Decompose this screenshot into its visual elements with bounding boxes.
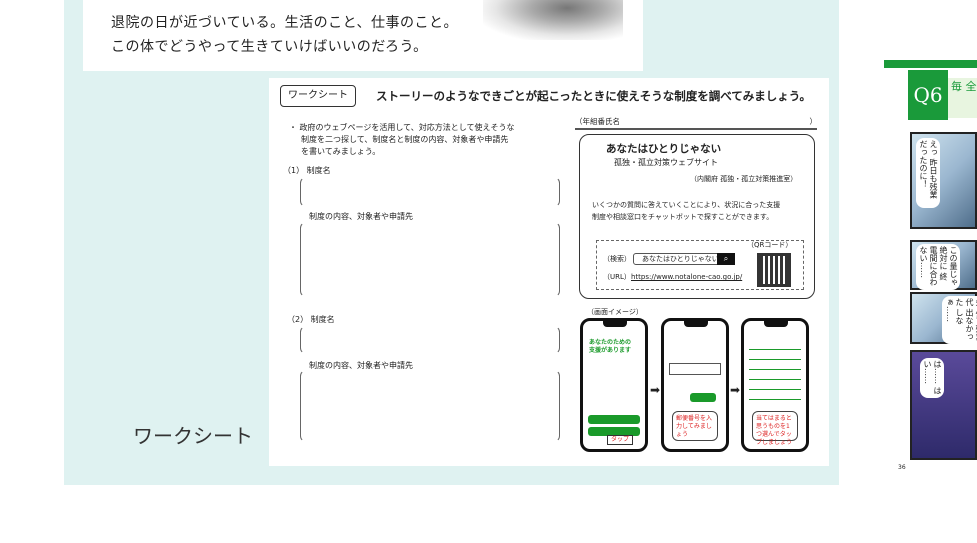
card-subtitle: 孤独・孤立対策ウェブサイト	[614, 158, 718, 167]
question-title: 毎 全	[948, 78, 977, 118]
story-box: 退院の日が近づいている。生活のこと、仕事のこと。 この体でどうやって生きていけば…	[83, 0, 643, 71]
worksheet: ワークシート ストーリーのようなできごとが起こったときに使えそうな制度を調べてみ…	[269, 78, 829, 466]
worksheet-tag: ワークシート	[280, 85, 356, 107]
manga-speech-1: えっ 昨日も残業だったのに！	[916, 138, 940, 208]
qr-label: （QRコード）	[747, 241, 793, 249]
story-photo	[483, 0, 623, 40]
year-label: 年	[582, 117, 591, 126]
name-line[interactable]: （ 年 組 番 氏名 ）	[575, 116, 817, 130]
phone-screen-1: あなたのための 支援があります タップ	[580, 318, 648, 452]
phone2-callout: 郵便番号を入力してみましょう	[672, 411, 718, 441]
phone1-text-1: あなたのための	[589, 339, 632, 346]
instruction-2: 制度を二つ探して、制度名と制度の内容、対象者や申請先	[301, 135, 509, 144]
next-page-preview: Q6 毎 全 えっ 昨日も残業だったのに！ この量じゃ 絶対に 終電間に合わない…	[884, 60, 977, 471]
manga-panel-4: は…… はい……	[910, 350, 977, 460]
story-line-2: この体でどうやって生きていけばいいのだろう。	[111, 39, 428, 55]
card-title: あなたはひとりじゃない	[606, 143, 722, 155]
card-desc-2: 制度や相談窓口をチャットボットで探すことができます。	[592, 213, 774, 221]
page-number: 36	[898, 464, 906, 471]
url-link[interactable]: https://www.notalone-cao.go.jp/	[631, 273, 743, 281]
item2-detail-label: 制度の内容、対象者や申請先	[309, 361, 413, 370]
qr-code-icon	[757, 253, 791, 287]
phone1-text-2: 支援があります	[589, 347, 632, 354]
item1-detail-label: 制度の内容、対象者や申請先	[309, 212, 413, 221]
card-org: （内閣府 孤独・孤立対策推進室）	[690, 175, 798, 183]
item1-name-label: （1） 制度名	[283, 166, 331, 175]
manga-panel-2: この量じゃ 絶対に 終電間に合わない……	[910, 240, 977, 290]
item1-name-field[interactable]	[300, 177, 560, 207]
search-icon[interactable]: ⌕	[717, 253, 735, 265]
item1-detail-field[interactable]	[300, 222, 560, 297]
search-area: （検索） あなたはひとりじゃない ⌕ （QRコード） （URL） https:/…	[596, 240, 804, 290]
manga-speech-3: 先月も 残業代 出なかった しなぁ……	[942, 296, 977, 344]
phone-screen-3: 当てはまると思うものを1つ選んでタップしましょう	[741, 318, 809, 452]
url-label: （URL）	[603, 273, 631, 281]
site-info-card: あなたはひとりじゃない 孤独・孤立対策ウェブサイト （内閣府 孤独・孤立対策推進…	[579, 134, 815, 299]
item2-detail-field[interactable]	[300, 370, 560, 442]
number-label: 番	[597, 117, 606, 126]
instruction-3: を書いてみましょう。	[301, 147, 381, 156]
worksheet-heading: ストーリーのようなできごとが起こったときに使えそうな制度を調べてみましょう。	[376, 89, 812, 103]
search-label: （検索）	[603, 255, 631, 263]
item2-name-field[interactable]	[300, 326, 560, 354]
manga-panel-3: 先月も 残業代 出なかった しなぁ……	[910, 292, 977, 344]
class-label: 組	[590, 117, 598, 126]
manga-panel-1: えっ 昨日も残業だったのに！	[910, 132, 977, 229]
card-desc-1: いくつかの質問に答えていくことにより、状況に合った支援	[592, 201, 781, 209]
phone1-green-button	[588, 415, 640, 424]
instruction-1: ・ 政府のウェブページを活用して、対応方法として使えそうな	[289, 123, 515, 132]
phone-screen-2: 郵便番号を入力してみましょう	[661, 318, 729, 452]
manga-speech-4: は…… はい……	[920, 358, 944, 398]
story-line-1: 退院の日が近づいている。生活のこと、仕事のこと。	[111, 15, 459, 31]
search-input[interactable]: あなたはひとりじゃない	[633, 253, 723, 265]
item2-name-label: （2） 制度名	[287, 315, 335, 324]
paren-close: ）	[809, 117, 818, 126]
name-label: 氏名	[605, 117, 620, 126]
phone1-green-button	[588, 427, 640, 436]
manga-speech-2: この量じゃ 絶対に 終電間に合わない……	[916, 244, 960, 290]
question-number: Q6	[908, 70, 948, 120]
phone1-callout: タップ	[607, 435, 634, 445]
arrow-right-icon: ➡	[730, 383, 741, 397]
paren-open: （	[575, 117, 583, 126]
arrow-right-icon: ➡	[650, 383, 661, 397]
worksheet-caption: ワークシート	[133, 424, 253, 448]
phone2-green-button	[690, 393, 716, 402]
screen-image-label: （画面イメージ）	[587, 308, 643, 316]
phone3-callout: 当てはまると思うものを1つ選んでタップしましょう	[752, 411, 798, 446]
